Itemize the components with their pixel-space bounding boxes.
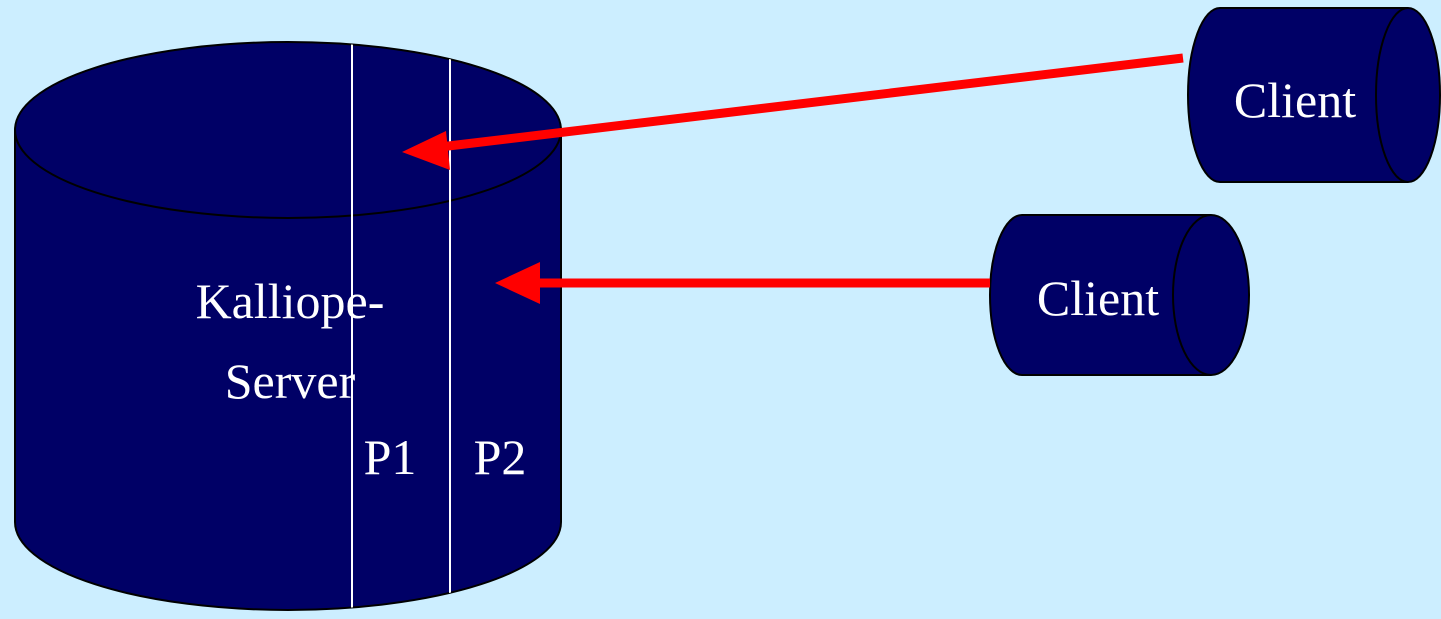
server-cylinder: Kalliope- Server P1 P2 [14, 41, 562, 611]
client-2-end-rim [1172, 214, 1212, 376]
server-top-rim [14, 129, 562, 219]
arrow-client1-to-p1 [402, 53, 1184, 170]
client-1-end-rim [1375, 7, 1409, 183]
arrow-1-shaft [439, 53, 1184, 152]
arrow-2-head [495, 262, 540, 304]
arrow-1-head [402, 131, 450, 170]
partition-label-p2: P2 [474, 429, 527, 485]
arrow-client2-to-p2 [495, 262, 990, 304]
client-cylinder-2: Client [989, 214, 1250, 376]
client-cylinder-1: Client [1187, 7, 1441, 183]
client-2-label: Client [1037, 270, 1159, 326]
server-body [14, 41, 562, 611]
client-1-label: Client [1234, 72, 1356, 128]
partition-label-p1: P1 [364, 429, 417, 485]
server-label-line1: Kalliope- [196, 273, 385, 329]
server-label-line2: Server [225, 353, 356, 409]
